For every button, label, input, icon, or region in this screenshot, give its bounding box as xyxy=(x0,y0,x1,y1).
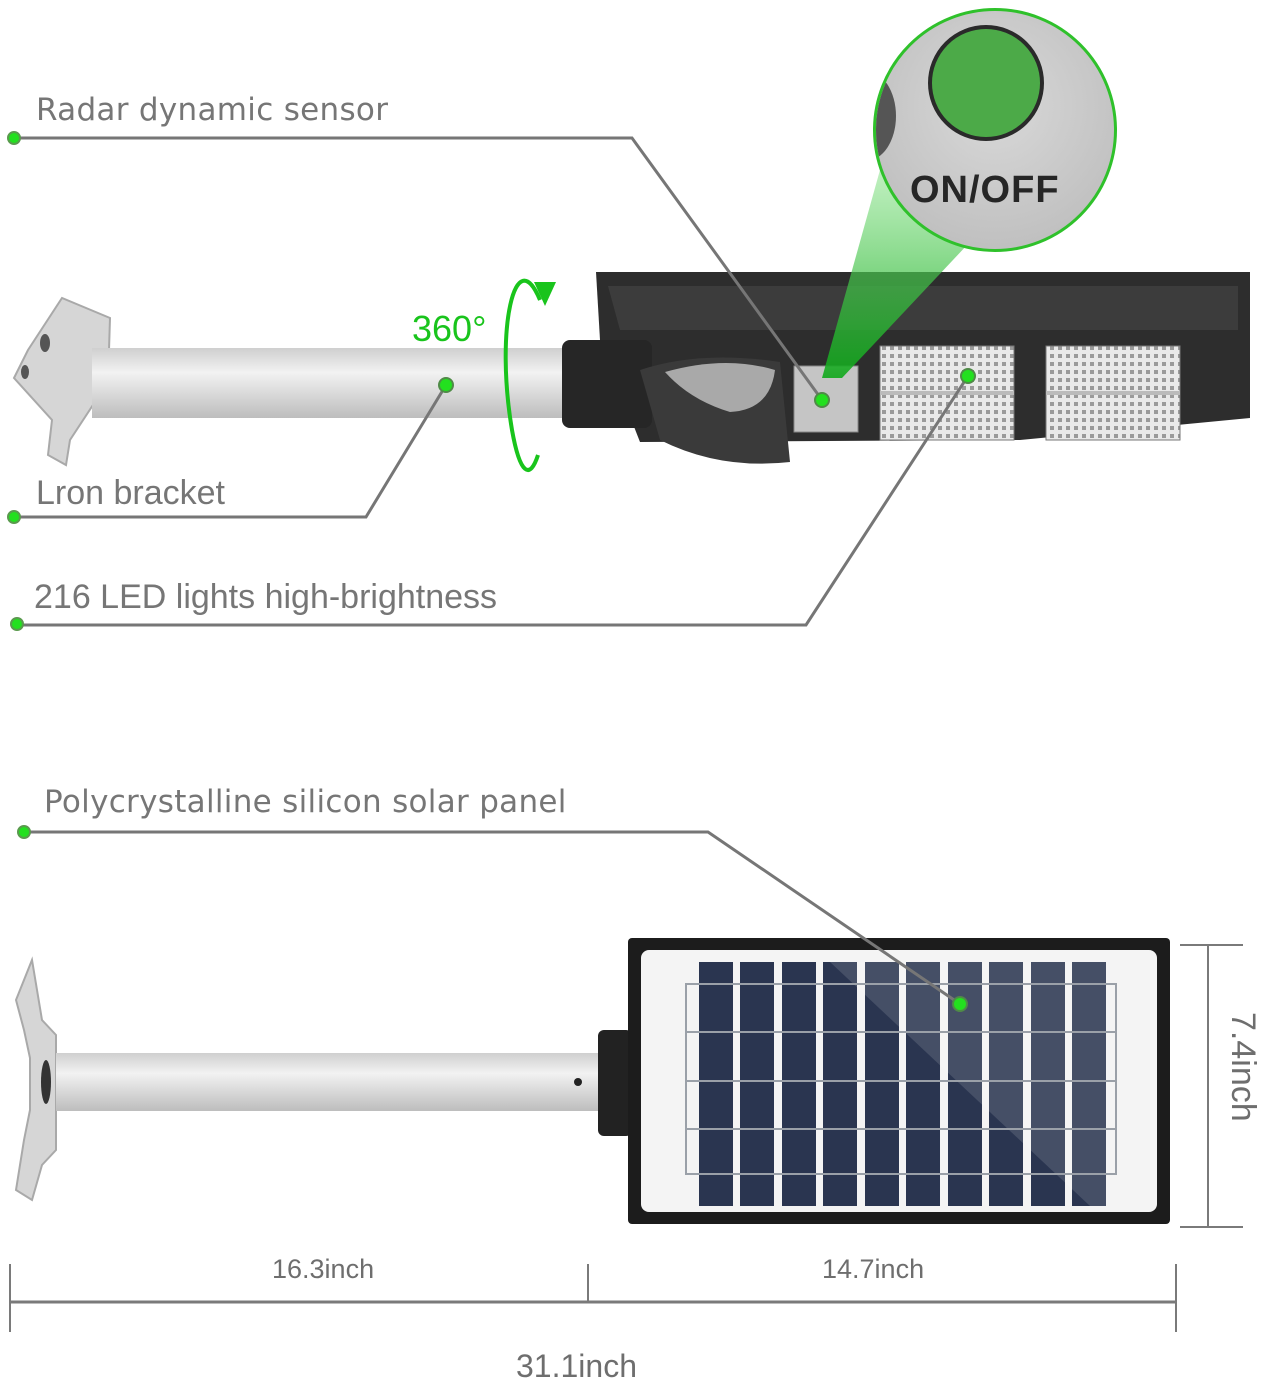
bottom-pipe xyxy=(56,1053,598,1111)
zoom-inset-switch: ON/OFF xyxy=(873,8,1117,252)
callout-dot xyxy=(7,510,21,524)
dimension-panel-length: 14.7inch xyxy=(822,1254,925,1284)
solar-panel xyxy=(628,938,1170,1224)
callout-dot xyxy=(17,825,31,839)
dimension-height: 7.4inch xyxy=(1224,1012,1262,1122)
bottom-leader-line xyxy=(22,830,961,1006)
rotation-label: 360° xyxy=(412,308,487,349)
callout-dot xyxy=(7,131,21,145)
callout-radar-sensor: Radar dynamic sensor xyxy=(36,92,389,128)
top-leader-lines xyxy=(14,136,970,627)
power-button-icon xyxy=(928,25,1044,141)
on-off-label: ON/OFF xyxy=(910,169,1060,211)
callout-dot xyxy=(10,617,24,631)
dimension-total-length: 31.1inch xyxy=(516,1348,637,1384)
callout-solar-panel: Polycrystalline silicon solar panel xyxy=(44,784,567,820)
callout-iron-bracket: Lron bracket xyxy=(36,474,225,512)
dimension-bracket-length: 16.3inch xyxy=(272,1254,375,1284)
callout-led-lights: 216 LED lights high-brightness xyxy=(34,578,498,616)
top-bracket-plate xyxy=(12,296,112,467)
top-pipe xyxy=(92,348,572,418)
dimension-lines xyxy=(9,944,1243,1332)
rotation-arrow-icon xyxy=(503,278,556,472)
bottom-bracket-plate xyxy=(14,956,57,1202)
